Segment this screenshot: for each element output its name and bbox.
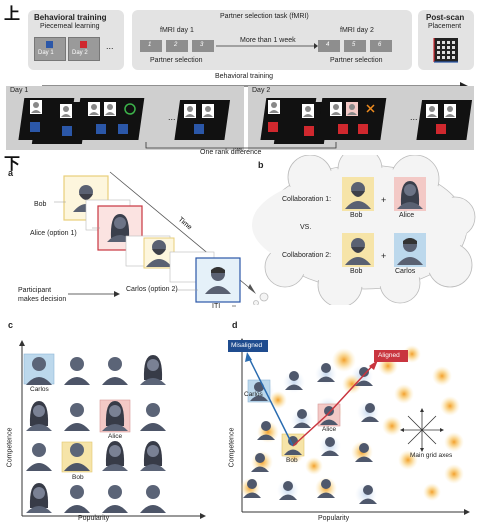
fmri-day2-label: fMRI day 2: [340, 27, 374, 34]
training-arrow-label: Behavioral training: [215, 73, 273, 80]
partner-selection-label-1: Partner selection: [150, 57, 203, 64]
collaboration-2-label: Collaboration 2:: [282, 252, 332, 259]
face-glows: [240, 345, 464, 505]
behavioral-training-title: Behavioral training: [34, 13, 107, 22]
day2-chip-label: Day 2: [72, 50, 88, 56]
fmri-block-4: 4: [318, 40, 340, 52]
panel-c-ylabel: Competence: [6, 427, 14, 468]
strip-ellipsis-1: ...: [168, 112, 176, 122]
aligned-label-box: Aligned: [374, 350, 408, 362]
panel-c-letter: c: [8, 320, 14, 330]
fmri-block-1: 1: [140, 40, 162, 52]
strip-ellipsis-2: ...: [410, 112, 418, 122]
bob-label-c: Bob: [72, 474, 84, 481]
misaligned-vector: [247, 355, 294, 447]
panel-d-map: [239, 338, 470, 515]
bob-label-a: Bob: [34, 201, 47, 208]
bob-label-d: Bob: [286, 457, 298, 464]
day2-screen-stack: [260, 98, 473, 144]
panel-a-letter: a: [8, 168, 14, 178]
iti-label: ITI: [212, 303, 221, 310]
alice-label-b1: Alice: [399, 212, 415, 219]
blue-square-icon: [46, 41, 53, 48]
carlos-label-d: Carlos: [244, 391, 263, 398]
panel-a-trial-diagram: Time: [54, 171, 256, 307]
participant-decision-label: Participant makes decision: [18, 287, 67, 303]
aligned-vector: [292, 363, 375, 447]
alice-label-c: Alice: [108, 433, 123, 440]
plus-1: +: [381, 195, 387, 205]
gap-label: More than 1 week: [240, 37, 296, 44]
bottom-marker: 下: [4, 154, 21, 173]
collaboration-1-label: Collaboration 1:: [282, 196, 332, 203]
bob-label-b1: Bob: [350, 212, 363, 219]
panel-c-xlabel: Popularity: [78, 515, 110, 522]
red-square-icon: [80, 41, 87, 48]
fmri-day1-label: fMRI day 1: [160, 27, 194, 34]
placement-grid-icon: [433, 38, 458, 63]
day1-chip-label: Day 1: [38, 50, 54, 56]
post-scan-title: Post-scan: [426, 13, 465, 22]
fmri-block-5: 5: [344, 40, 366, 52]
carlos-option-label: Carlos (option 2): [126, 286, 178, 293]
day2-chip: Day 2: [68, 37, 100, 61]
day1-screen-stack: [18, 98, 231, 144]
main-grid-axes-label: Main grid axes: [410, 452, 453, 459]
misaligned-label-box: Misaligned: [228, 340, 268, 352]
panel-d-letter: d: [232, 320, 238, 330]
top-marker: 上: [4, 4, 21, 23]
fmri-block-3: 3: [192, 40, 214, 52]
partner-selection-title: Partner selection task (fMRI): [220, 13, 309, 20]
main-grid-axes-icon: [402, 410, 442, 450]
carlos-label-c: Carlos: [30, 386, 49, 393]
carlos-label-b2: Carlos: [395, 268, 416, 275]
day1-chip: Day 1: [34, 37, 66, 61]
panel-d-ylabel: Competence: [228, 427, 236, 468]
fmri-block-2: 2: [166, 40, 188, 52]
panel-c-grid: [19, 340, 206, 519]
thought-cloud: [252, 155, 476, 305]
strip-day2-label: Day 2: [252, 87, 271, 94]
plus-2: +: [381, 251, 387, 261]
panel-b-letter: b: [258, 160, 264, 170]
behavioral-training-subtitle: Piecemeal learning: [40, 23, 100, 30]
alice-option-label: Alice (option 1): [30, 230, 77, 237]
panel-d-xlabel: Popularity: [318, 515, 350, 522]
training-screens: [18, 98, 473, 150]
fmri-block-6: 6: [370, 40, 392, 52]
partner-selection-label-2: Partner selection: [330, 57, 383, 64]
post-scan-subtitle: Placement: [428, 23, 462, 30]
alice-label-d: Alice: [322, 426, 337, 433]
vs-label: VS.: [300, 224, 312, 231]
aligned-label: Aligned: [378, 352, 400, 359]
header-ellipsis: ...: [106, 41, 114, 51]
misaligned-label: Misaligned: [231, 342, 263, 349]
bob-label-b2: Bob: [350, 268, 363, 275]
one-rank-difference-label: One rank difference: [200, 149, 262, 156]
strip-day1-label: Day 1: [10, 87, 29, 94]
gap-arrow: [216, 43, 318, 49]
